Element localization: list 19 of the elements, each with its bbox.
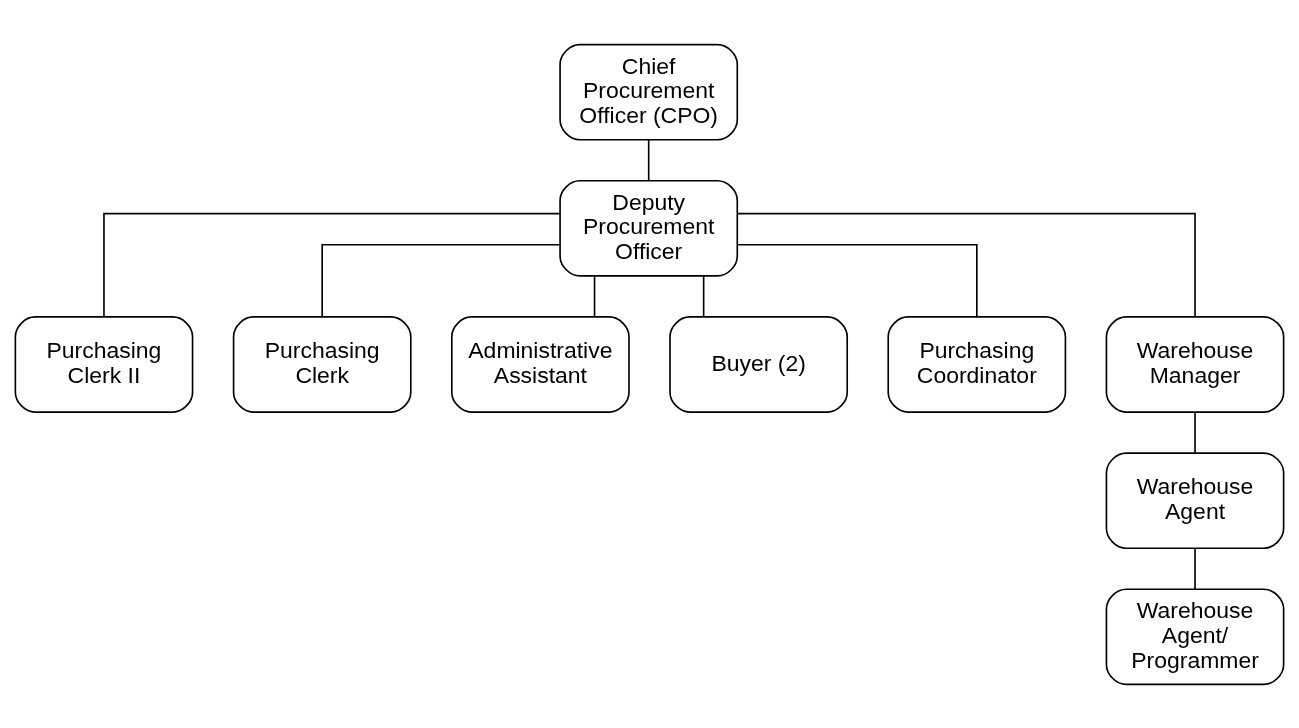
connector <box>736 243 978 317</box>
node-box: Purchasing Clerk <box>232 315 412 413</box>
node-box: Buyer (2) <box>669 315 849 413</box>
node-box: Purchasing Clerk II <box>14 315 194 413</box>
node-box: Chief Procurement Officer (CPO) <box>559 43 739 141</box>
connector <box>103 212 561 318</box>
connector <box>736 212 1196 318</box>
node-box: Warehouse Manager <box>1105 315 1285 413</box>
connector <box>321 243 561 317</box>
node-box: Warehouse Agent/ Programmer <box>1105 587 1285 685</box>
connector <box>1194 410 1196 454</box>
node-box: Warehouse Agent <box>1105 451 1285 549</box>
connector <box>593 274 596 317</box>
connector <box>647 138 650 181</box>
connector <box>702 274 705 317</box>
connector <box>1194 547 1196 590</box>
node-box: Administrative Assistant <box>451 315 630 413</box>
node-box: Deputy Procurement Officer <box>559 179 739 277</box>
node-box: Purchasing Coordinator <box>887 315 1067 413</box>
